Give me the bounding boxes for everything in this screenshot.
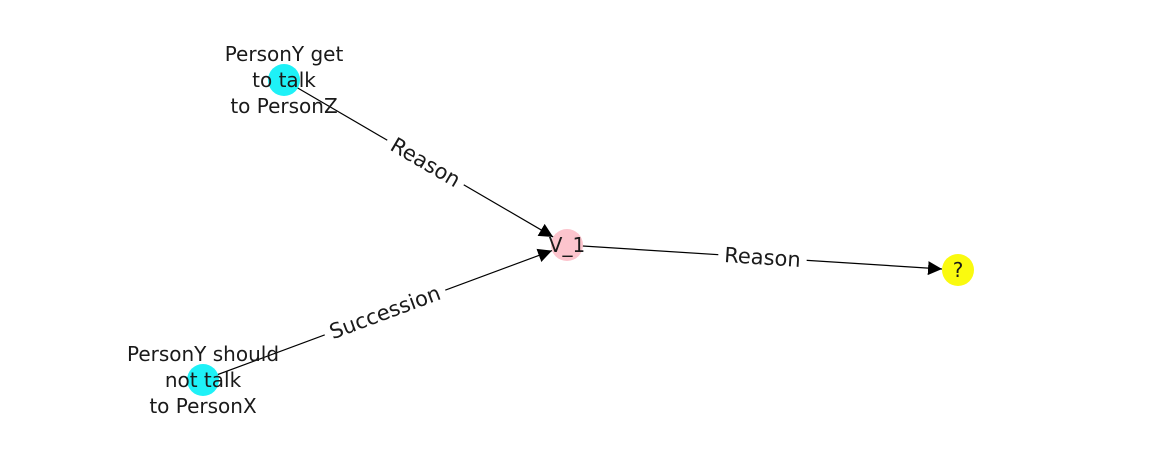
node-question-label-line-1: ? bbox=[953, 258, 964, 282]
node-persony-get-to-talk-label-line-1: PersonY get bbox=[225, 42, 344, 66]
nodes-layer bbox=[187, 64, 974, 396]
node-v-1-label-line-1: V_1 bbox=[549, 233, 585, 257]
node-persony-should-not-talk-label-line-2: not talk bbox=[165, 368, 242, 392]
edge-reason-1-label-background bbox=[380, 128, 471, 197]
node-question-circle bbox=[942, 254, 974, 286]
edge-succession-label: Succession bbox=[326, 281, 444, 344]
edge-succession-label-group: Succession bbox=[319, 277, 451, 348]
node-persony-get-to-talk-circle bbox=[268, 64, 300, 96]
node-v-1-circle bbox=[551, 229, 583, 261]
node-persony-get-to-talk-label-line-3: to PersonZ bbox=[230, 94, 337, 118]
edge-reason-2-label-group: Reason bbox=[717, 240, 808, 275]
edge-reason-2-label-background bbox=[717, 240, 808, 275]
edge-succession-label-background bbox=[319, 277, 451, 348]
node-persony-should-not-talk-circle bbox=[187, 364, 219, 396]
node-persony-should-not-talk-label-line-3: to PersonX bbox=[149, 394, 257, 418]
node-persony-get-to-talk-label-line-2: to talk bbox=[252, 68, 316, 92]
node-persony-should-not-talk-label-line-1: PersonY should bbox=[127, 342, 279, 366]
edge-reason-1-label-group: Reason bbox=[380, 128, 471, 197]
edge-reason-2-label: Reason bbox=[724, 243, 802, 272]
